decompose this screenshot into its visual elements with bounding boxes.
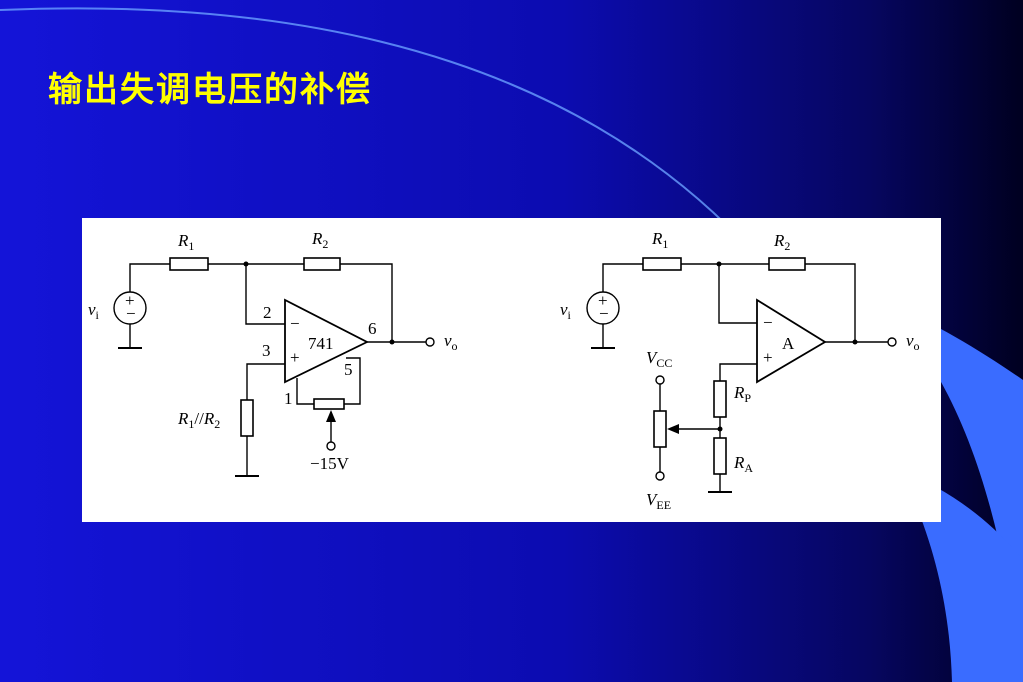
left-output-dot <box>389 339 395 345</box>
decorative-swoosh-line <box>0 7 761 261</box>
slide-title: 输出失调电压的补偿 <box>48 70 372 110</box>
left-opamp-minus: − <box>290 314 300 333</box>
right-input-wire <box>602 263 643 292</box>
left-source-minus: − <box>126 304 136 323</box>
left-source-plus: + <box>125 291 135 310</box>
left-opamp-plus: + <box>290 348 300 367</box>
right-feedback-wire <box>805 263 856 342</box>
right-noninv-wire <box>719 363 757 381</box>
left-vo-label: vo <box>444 331 458 353</box>
right-opamp-minus: − <box>763 313 773 332</box>
right-rp-ra-dot <box>717 426 723 432</box>
left-offset-pin5-wire <box>344 357 361 405</box>
right-output-dot <box>852 339 858 345</box>
right-output-terminal <box>887 337 897 347</box>
left-node-dot <box>243 261 249 267</box>
left-pin-1: 1 <box>284 389 293 408</box>
right-r2-label: R2 <box>773 231 790 253</box>
left-r2-resistor <box>303 257 341 271</box>
right-vo-label: vo <box>906 331 920 353</box>
left-pin-3: 3 <box>262 341 271 360</box>
left-offset-pin1-wire <box>296 378 314 405</box>
left-vi-label: vi <box>88 300 100 322</box>
left-opamp-label: 741 <box>308 334 334 353</box>
right-ra-resistor <box>713 437 727 475</box>
left-pin-2: 2 <box>263 303 272 322</box>
decorative-swoosh-lower <box>900 470 1023 682</box>
left-r1-label: R1 <box>177 231 194 253</box>
right-rp-label: RP <box>733 383 751 405</box>
right-rp-resistor <box>713 380 727 418</box>
left-inv-wire <box>245 264 285 325</box>
right-vee-label: VEE <box>646 490 671 512</box>
right-source-plus: + <box>598 291 608 310</box>
left-feedback-wire <box>340 263 393 342</box>
right-r2-resistor <box>768 257 806 271</box>
left-wiper-arrow <box>326 410 336 422</box>
left-supply-terminal <box>326 441 336 451</box>
circuit-figure: + − R1 R2 vi vo 741 − + 2 3 6 5 1 R1//R2… <box>82 218 941 522</box>
left-r1-resistor <box>169 257 209 271</box>
left-pin-5: 5 <box>344 360 353 379</box>
left-opamp-741 <box>284 298 370 384</box>
right-ra-label: RA <box>733 453 753 475</box>
left-circuit: + − R1 R2 vi vo 741 − + 2 3 6 5 1 R1//R2… <box>88 229 458 477</box>
right-r1-resistor <box>642 257 682 271</box>
right-inv-wire <box>718 264 757 324</box>
right-vcc-terminal <box>655 375 665 385</box>
right-vi-label: vi <box>560 300 572 322</box>
right-vee-terminal <box>655 471 665 481</box>
left-supply-label: −15V <box>310 454 350 473</box>
left-input-wire <box>129 263 170 292</box>
decorative-swoosh-shape <box>880 300 1023 682</box>
right-vcc-label: VCC <box>646 348 672 370</box>
right-wiper-arrow <box>667 424 679 434</box>
right-node-dot <box>716 261 722 267</box>
right-opamp-label: A <box>782 334 795 353</box>
right-opamp <box>756 298 827 384</box>
left-rbal-resistor <box>240 399 254 437</box>
left-output-terminal <box>425 337 435 347</box>
left-offset-potentiometer <box>313 398 345 410</box>
left-rbal-label: R1//R2 <box>177 409 220 431</box>
right-voltage-source <box>586 291 620 325</box>
left-voltage-source <box>113 291 147 325</box>
right-r1-label: R1 <box>651 229 668 251</box>
right-circuit: + − R1 R2 vi vo A − + VCC VEE RP RA <box>560 229 920 512</box>
left-r2-label: R2 <box>311 229 328 251</box>
left-pin-6: 6 <box>368 319 377 338</box>
right-potentiometer <box>653 410 667 448</box>
right-source-minus: − <box>599 304 609 323</box>
left-noninv-wire <box>246 363 285 400</box>
right-opamp-plus: + <box>763 348 773 367</box>
